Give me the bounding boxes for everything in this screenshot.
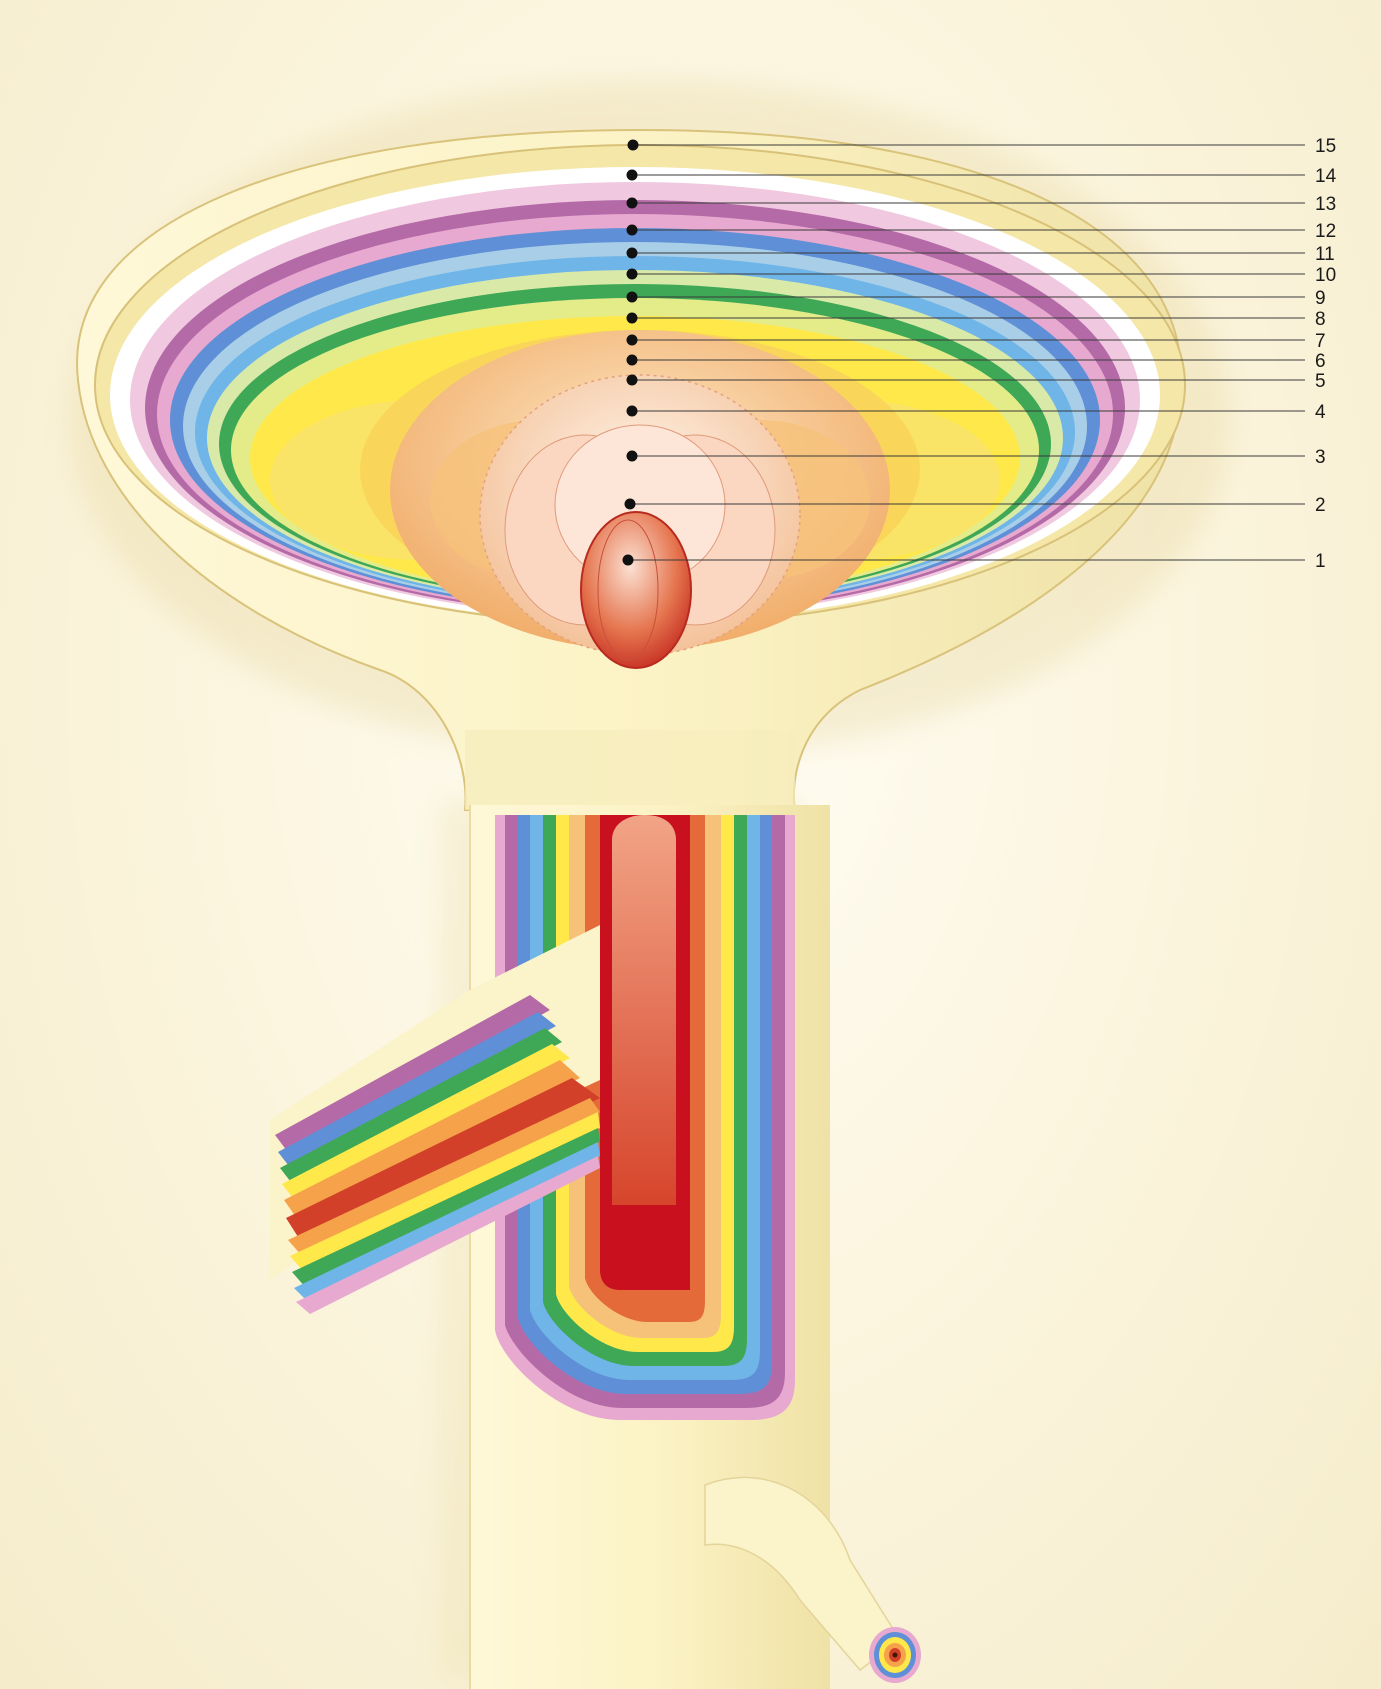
layer-dot-4 xyxy=(626,405,638,417)
layer-dot-10 xyxy=(626,268,638,280)
layer-label-11: 11 xyxy=(1315,244,1335,265)
layer-label-6: 6 xyxy=(1315,351,1326,372)
layer-label-9: 9 xyxy=(1315,288,1326,309)
layer-dot-2 xyxy=(624,498,636,510)
layer-label-15: 15 xyxy=(1315,136,1336,157)
layer-label-3: 3 xyxy=(1315,447,1326,468)
layer-label-7: 7 xyxy=(1315,331,1326,352)
layer-dot-11 xyxy=(626,247,638,259)
layer-dot-15 xyxy=(627,139,639,151)
layer-label-12: 12 xyxy=(1315,221,1336,242)
layer-dot-1 xyxy=(622,554,634,566)
cup-layers xyxy=(94,144,1186,669)
layer-label-4: 4 xyxy=(1315,402,1326,423)
layer-dot-14 xyxy=(626,169,638,181)
branch-tube xyxy=(270,925,600,1314)
layer-label-10: 10 xyxy=(1315,265,1336,286)
layer-dot-8 xyxy=(626,312,638,324)
layer-dot-12 xyxy=(626,224,638,236)
layer-dot-5 xyxy=(626,374,638,386)
outlet-tube xyxy=(704,1476,921,1683)
layer-label-8: 8 xyxy=(1315,309,1326,330)
layer-label-1: 1 xyxy=(1315,551,1326,572)
layer-dot-7 xyxy=(626,334,638,346)
layer-label-13: 13 xyxy=(1315,194,1336,215)
layer-label-5: 5 xyxy=(1315,371,1326,392)
layer-label-2: 2 xyxy=(1315,495,1326,516)
layer-dot-9 xyxy=(626,291,638,303)
layer-dot-13 xyxy=(626,197,638,209)
layer-label-14: 14 xyxy=(1315,166,1337,187)
layer-dot-3 xyxy=(626,450,638,462)
layer-dot-6 xyxy=(626,354,638,366)
